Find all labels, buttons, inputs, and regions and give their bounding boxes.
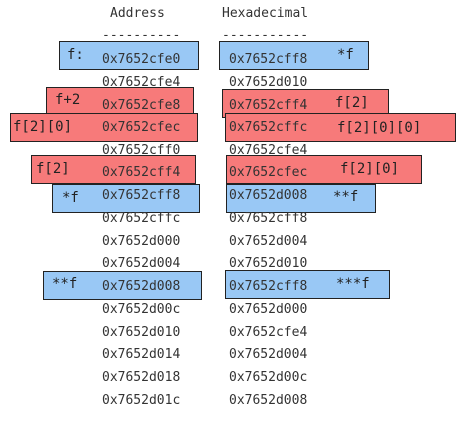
value-cell-7: 0x7652cff8 (229, 211, 308, 226)
left-label-star-f: *f (62, 190, 79, 206)
address-cell-7: 0x7652cffc (102, 211, 181, 226)
right-label-f-2-0-0: f[2][0][0] (337, 120, 422, 136)
address-cell-9: 0x7652d004 (102, 256, 181, 271)
right-label-star-star-star-f: ***f (336, 276, 370, 292)
address-cell-8: 0x7652d000 (102, 234, 181, 249)
box-left-f-2 (31, 155, 196, 184)
hex-header-rule: ----------- (222, 28, 309, 43)
right-label-f-2: f[2] (335, 95, 369, 111)
box-left-f-2-0 (10, 113, 198, 142)
left-label-f-2: f[2] (36, 161, 70, 177)
value-cell-3: 0x7652cffc (229, 120, 308, 135)
box-right-f-2-0 (226, 155, 422, 184)
address-cell-3: 0x7652cfec (102, 120, 181, 135)
address-cell-6: 0x7652cff8 (102, 188, 181, 203)
box-left-f (59, 41, 199, 70)
box-right-star-star-f (226, 184, 376, 213)
value-cell-12: 0x7652cfe4 (229, 325, 308, 340)
value-cell-2: 0x7652cff4 (229, 98, 308, 113)
value-cell-4: 0x7652cfe4 (229, 143, 308, 158)
value-cell-15: 0x7652d008 (229, 393, 308, 408)
box-left-star-f (52, 184, 200, 213)
value-cell-6: 0x7652d008 (229, 188, 308, 203)
right-label-f-2-0: f[2][0] (340, 161, 400, 177)
value-cell-14: 0x7652d00c (229, 370, 308, 385)
address-cell-12: 0x7652d010 (102, 325, 181, 340)
address-cell-2: 0x7652cfe8 (102, 98, 181, 113)
hex-header: Hexadecimal (222, 6, 309, 21)
address-cell-13: 0x7652d014 (102, 347, 181, 362)
address-cell-11: 0x7652d00c (102, 302, 181, 317)
right-label-star-f: *f (337, 47, 354, 63)
box-right-star-f (219, 41, 369, 70)
box-left-star-star-f (43, 271, 202, 300)
address-header: Address (110, 6, 165, 21)
address-cell-0: 0x7652cfe0 (102, 52, 181, 67)
right-label-star-star-f: **f (333, 189, 359, 205)
address-cell-5: 0x7652cff4 (102, 165, 181, 180)
left-label-f-plus-2: f+2 (55, 92, 81, 108)
left-label-star-star-f: **f (52, 276, 78, 292)
address-cell-10: 0x7652d008 (102, 279, 181, 294)
value-cell-5: 0x7652cfec (229, 165, 308, 180)
address-header-rule: ---------- (102, 28, 181, 43)
address-cell-1: 0x7652cfe4 (102, 75, 181, 90)
value-cell-8: 0x7652d004 (229, 234, 308, 249)
value-cell-10: 0x7652cff8 (229, 279, 308, 294)
value-cell-11: 0x7652d000 (229, 302, 308, 317)
value-cell-9: 0x7652d010 (229, 256, 308, 271)
left-label-f-2-0: f[2][0] (13, 119, 73, 135)
value-cell-0: 0x7652cff8 (229, 52, 308, 67)
left-label-f: f: (67, 47, 84, 63)
value-cell-1: 0x7652d010 (229, 75, 308, 90)
box-right-f-2-0-0 (225, 113, 456, 142)
value-cell-13: 0x7652d004 (229, 347, 308, 362)
address-cell-15: 0x7652d01c (102, 393, 181, 408)
box-left-f-plus-2 (46, 87, 194, 116)
address-cell-4: 0x7652cff0 (102, 143, 181, 158)
box-right-star-star-star-f (225, 270, 390, 299)
address-cell-14: 0x7652d018 (102, 370, 181, 385)
